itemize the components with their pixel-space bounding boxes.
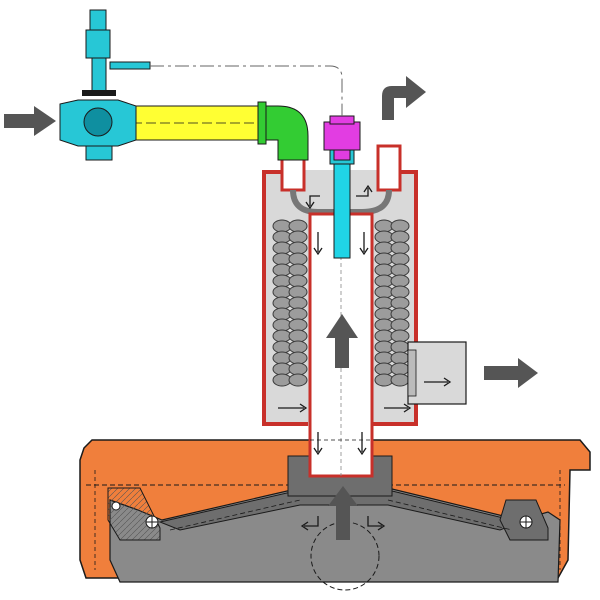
pipe-elbow bbox=[257, 101, 309, 161]
coil-turn bbox=[288, 274, 308, 288]
coil-turn bbox=[272, 230, 292, 244]
coil-turn bbox=[390, 318, 410, 332]
center-up-arrow bbox=[326, 314, 358, 368]
coil-turn bbox=[272, 329, 292, 343]
coil-turn bbox=[390, 263, 410, 277]
green-elbow bbox=[261, 105, 309, 161]
shell-left-wall bbox=[262, 170, 308, 426]
base-plate bbox=[107, 455, 561, 591]
coil-turn bbox=[272, 307, 292, 321]
coil-turn bbox=[390, 219, 410, 233]
probe-body bbox=[333, 159, 351, 259]
bottom-up-arrow bbox=[328, 486, 358, 540]
shell-right-wall bbox=[372, 170, 418, 426]
coil-turn bbox=[272, 274, 292, 288]
coil-turn bbox=[272, 362, 292, 376]
coil-turn bbox=[374, 241, 394, 255]
probe-tube bbox=[329, 149, 355, 259]
coil-turn bbox=[390, 329, 410, 343]
coil-turn bbox=[390, 252, 410, 266]
exhaust-arrow bbox=[382, 76, 426, 120]
coil-turn bbox=[272, 241, 292, 255]
coil-turn bbox=[272, 252, 292, 266]
plate-center-circle bbox=[310, 521, 380, 591]
coil-turn bbox=[374, 219, 394, 233]
coil-turn bbox=[288, 318, 308, 332]
coil-turn bbox=[288, 263, 308, 277]
outlet-arrow bbox=[484, 358, 538, 388]
injector-nozzle bbox=[323, 115, 361, 161]
coil-turn bbox=[272, 219, 292, 233]
right-inlet-stub bbox=[376, 144, 402, 192]
coil-turn bbox=[374, 362, 394, 376]
coil-turn bbox=[374, 318, 394, 332]
coil-turn bbox=[272, 351, 292, 365]
coil-turn bbox=[374, 252, 394, 266]
coil-turn bbox=[390, 362, 410, 376]
coil-turn bbox=[272, 318, 292, 332]
coil-turn bbox=[390, 307, 410, 321]
inlet-arrow bbox=[4, 106, 56, 136]
coil-turn bbox=[288, 307, 308, 321]
coil-turn bbox=[390, 241, 410, 255]
coil-turn bbox=[288, 230, 308, 244]
inner-flow-arrows bbox=[278, 184, 452, 531]
coil-turn bbox=[272, 263, 292, 277]
outlet-box bbox=[407, 341, 467, 405]
coil-turn bbox=[288, 329, 308, 343]
coil-turn bbox=[288, 219, 308, 233]
coil-turn bbox=[374, 351, 394, 365]
coil-turn bbox=[374, 285, 394, 299]
inlet-valve bbox=[59, 9, 151, 161]
coil-turn bbox=[288, 351, 308, 365]
coil-turn bbox=[374, 230, 394, 244]
coil-turn bbox=[288, 362, 308, 376]
coil-turn bbox=[288, 252, 308, 266]
coil-turn bbox=[288, 340, 308, 354]
coil-turn bbox=[374, 373, 394, 387]
coil-turn bbox=[390, 230, 410, 244]
outlet-box-body bbox=[407, 341, 467, 405]
coil-turn bbox=[288, 285, 308, 299]
coil-turn bbox=[390, 340, 410, 354]
coil-turn bbox=[272, 340, 292, 354]
left-bracket bbox=[107, 487, 161, 541]
leader-line bbox=[150, 65, 343, 116]
coil-turn bbox=[288, 241, 308, 255]
coil-turn bbox=[272, 296, 292, 310]
coil-turn bbox=[374, 274, 394, 288]
right-bracket bbox=[499, 499, 549, 541]
coil-turn bbox=[390, 296, 410, 310]
coil-turn bbox=[390, 351, 410, 365]
coil-turn bbox=[374, 296, 394, 310]
coil-turn bbox=[374, 263, 394, 277]
coil-turn bbox=[390, 274, 410, 288]
coil-turn bbox=[272, 285, 292, 299]
heating-coils-left bbox=[272, 219, 308, 387]
heating-coils-right bbox=[374, 219, 410, 387]
coil-turn bbox=[288, 296, 308, 310]
coil-turn bbox=[390, 285, 410, 299]
supply-pipe bbox=[131, 105, 263, 141]
coil-turn bbox=[272, 373, 292, 387]
coil-turn bbox=[288, 373, 308, 387]
coil-turn bbox=[390, 373, 410, 387]
coil-turn bbox=[374, 340, 394, 354]
coil-turn bbox=[374, 329, 394, 343]
coil-turn bbox=[374, 307, 394, 321]
